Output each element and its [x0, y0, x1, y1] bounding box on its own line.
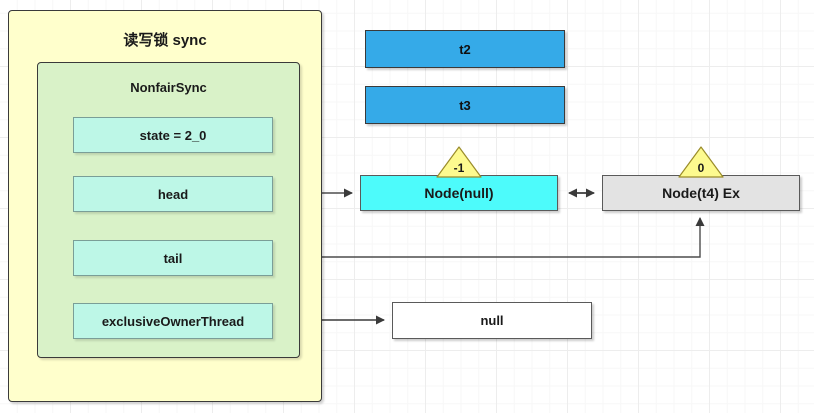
node-t4-exclusive-label: Node(t4) Ex — [662, 185, 740, 201]
wait-status-badge-node-t4: 0 — [678, 146, 724, 178]
field-state-label: state = 2_0 — [139, 127, 207, 143]
node-t4-exclusive: Node(t4) Ex — [602, 175, 800, 211]
field-head: head — [73, 176, 273, 212]
field-state: state = 2_0 — [73, 117, 273, 153]
triangle-icon — [678, 146, 724, 178]
wait-status-badge-node-null-label: -1 — [453, 161, 465, 175]
node-null-label: Node(null) — [424, 185, 494, 201]
field-exclusive-owner-thread-label: exclusiveOwnerThread — [101, 313, 245, 329]
wait-status-badge-node-t4-label: 0 — [697, 161, 705, 175]
triangle-icon — [436, 146, 482, 178]
edge-tail-to-node-t4 — [273, 217, 705, 258]
field-exclusive-owner-thread: exclusiveOwnerThread — [73, 303, 273, 339]
field-tail: tail — [73, 240, 273, 276]
wait-status-badge-node-null: -1 — [436, 146, 482, 178]
thread-box-t3-label: t3 — [459, 97, 471, 113]
field-head-label: head — [157, 186, 189, 202]
node-null: Node(null) — [360, 175, 558, 211]
field-tail-label: tail — [163, 250, 183, 266]
nonfairsync-container-title: NonfairSync — [130, 80, 207, 95]
sync-container-title: 读写锁 sync — [123, 32, 207, 49]
thread-box-t2: t2 — [365, 30, 565, 68]
owner-value-box: null — [392, 302, 592, 339]
thread-box-t3: t3 — [365, 86, 565, 124]
thread-box-t2-label: t2 — [459, 41, 471, 57]
owner-value-label: null — [480, 313, 504, 328]
